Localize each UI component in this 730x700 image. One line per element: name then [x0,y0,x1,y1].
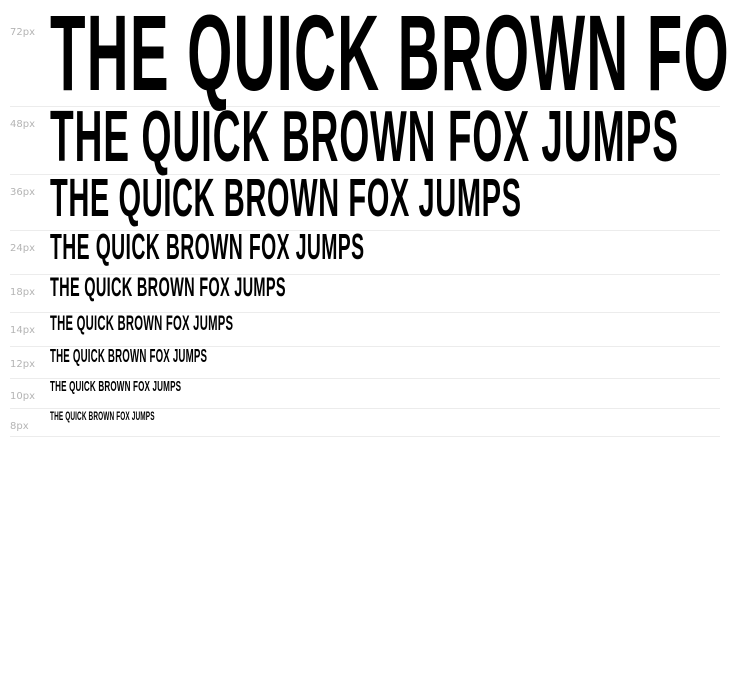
sample-text: THE QUICK BROWN FOX JUMPS [50,271,286,302]
size-label: 18px [10,287,35,298]
sample-text: THE QUICK BROWN FOX JUMPS [50,345,208,366]
size-label: 48px [10,119,35,130]
size-label: 72px [10,27,35,38]
size-label: 12px [10,359,35,370]
sample-text: THE QUICK BROWN FOX JUMPS [50,167,522,228]
specimen-row: 8px THE QUICK BROWN FOX JUMPS [10,409,720,437]
sample-text: THE QUICK BROWN FOX JUMPS [50,378,182,396]
sample-text: THE QUICK BROWN FOX JUMPS [50,408,155,423]
sample-text: THE QUICK BROWN FOX JUMPS [50,225,365,267]
size-label: 24px [10,243,35,254]
size-label: 36px [10,187,35,198]
specimen-row: 12px THE QUICK BROWN FOX JUMPS [10,347,720,379]
specimen-row: 14px THE QUICK BROWN FOX JUMPS [10,313,720,347]
specimen-row: 18px THE QUICK BROWN FOX JUMPS [10,271,720,313]
specimen-row: 24px THE QUICK BROWN FOX JUMPS [10,225,720,275]
size-label: 8px [10,421,29,432]
specimen-row: 10px THE QUICK BROWN FOX JUMPS [10,379,720,409]
size-label: 10px [10,391,35,402]
sample-text: THE QUICK BROWN FOX JUMPS [50,96,679,177]
sample-text: THE QUICK BROWN FOX JUMPS [50,0,730,114]
sample-text: THE QUICK BROWN FOX JUMPS [50,311,234,335]
size-label: 14px [10,325,35,336]
